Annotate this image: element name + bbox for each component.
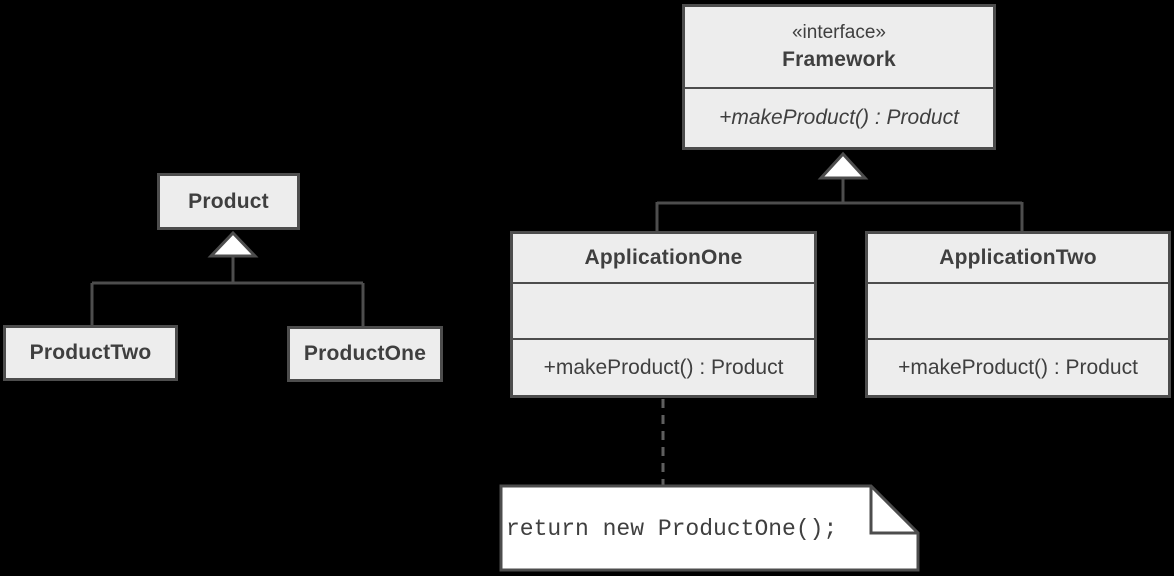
application-two-attributes-compartment xyxy=(868,282,1168,338)
inheritance-arrowhead-framework-icon xyxy=(817,151,869,180)
framework-generalization-connector xyxy=(655,151,1024,233)
framework-name: Framework xyxy=(782,48,896,71)
class-framework: «interface» Framework +makeProduct() : P… xyxy=(682,4,996,150)
product-generalization-lines xyxy=(90,256,365,328)
class-application-two: ApplicationTwo +makeProduct() : Product xyxy=(865,231,1171,398)
application-one-name: ApplicationOne xyxy=(584,246,743,269)
application-two-name: ApplicationTwo xyxy=(939,246,1097,269)
framework-method: +makeProduct() : Product xyxy=(685,87,993,147)
inheritance-arrowhead-product-icon xyxy=(207,230,259,258)
note-body xyxy=(499,484,920,572)
product-generalization-connector xyxy=(90,230,365,328)
application-two-method: +makeProduct() : Product xyxy=(868,338,1168,395)
class-product-two: ProductTwo xyxy=(3,325,178,381)
uml-note-shape xyxy=(499,484,920,572)
note-folded-corner-icon xyxy=(869,486,918,535)
framework-generalization-lines xyxy=(655,178,1024,233)
note-text: return new ProductOne(); xyxy=(506,516,838,542)
application-one-method: +makeProduct() : Product xyxy=(513,338,814,395)
class-product-one: ProductOne xyxy=(287,326,443,382)
framework-stereotype: «interface» xyxy=(791,22,886,43)
class-application-one: ApplicationOne +makeProduct() : Product xyxy=(510,231,817,398)
application-one-attributes-compartment xyxy=(513,282,814,338)
class-product: Product xyxy=(157,173,300,230)
framework-title-compartment: «interface» Framework xyxy=(685,7,993,87)
